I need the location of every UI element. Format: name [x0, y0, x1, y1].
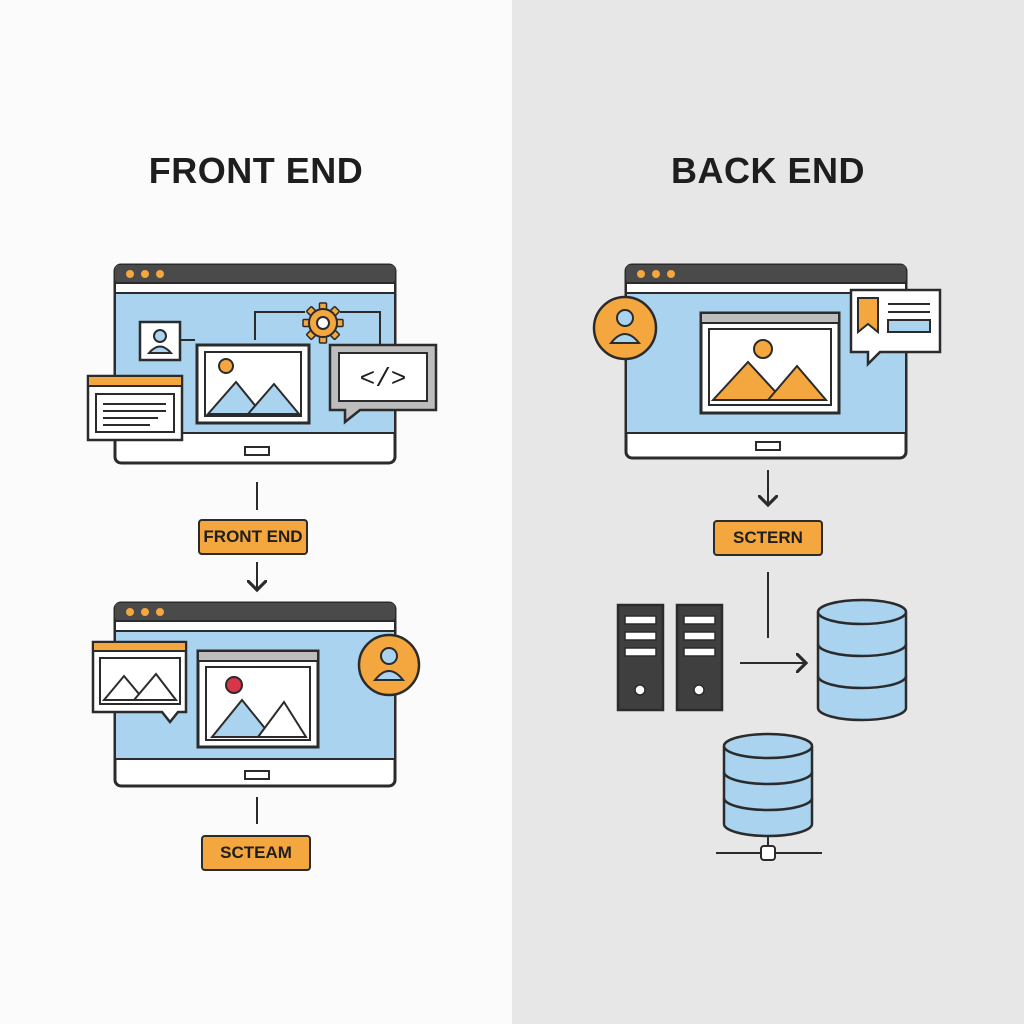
device-button	[244, 446, 270, 456]
user-avatar-icon	[592, 295, 658, 361]
server-rack-icon	[616, 603, 665, 712]
device-button	[755, 441, 781, 451]
image-frame-icon	[699, 311, 841, 415]
code-glyph: </>	[360, 364, 407, 394]
bookmark-bubble-card	[849, 288, 942, 368]
user-profile-card	[138, 320, 182, 362]
network-database-icon	[716, 732, 822, 861]
gear-icon	[302, 302, 344, 344]
code-bubble-icon	[328, 343, 438, 425]
window-control-dots	[126, 270, 164, 278]
window-control-dots	[126, 608, 164, 616]
image-frame-icon	[196, 649, 320, 749]
image-frame-icon	[195, 343, 311, 425]
front-end-title: FRONT END	[148, 150, 364, 191]
front-end-tag: FRONT END	[198, 519, 308, 555]
landscape-bubble-card	[91, 640, 188, 725]
window-control-dots	[637, 270, 675, 278]
sctern-tag: SCTERN	[713, 520, 823, 556]
scteam-tag: SCTEAM	[201, 835, 311, 871]
back-end-title: BACK END	[670, 150, 865, 191]
server-rack-icon	[675, 603, 724, 712]
device-button	[244, 770, 270, 780]
user-avatar-icon	[357, 633, 421, 697]
database-icon	[816, 598, 908, 722]
text-document-card	[86, 374, 184, 442]
